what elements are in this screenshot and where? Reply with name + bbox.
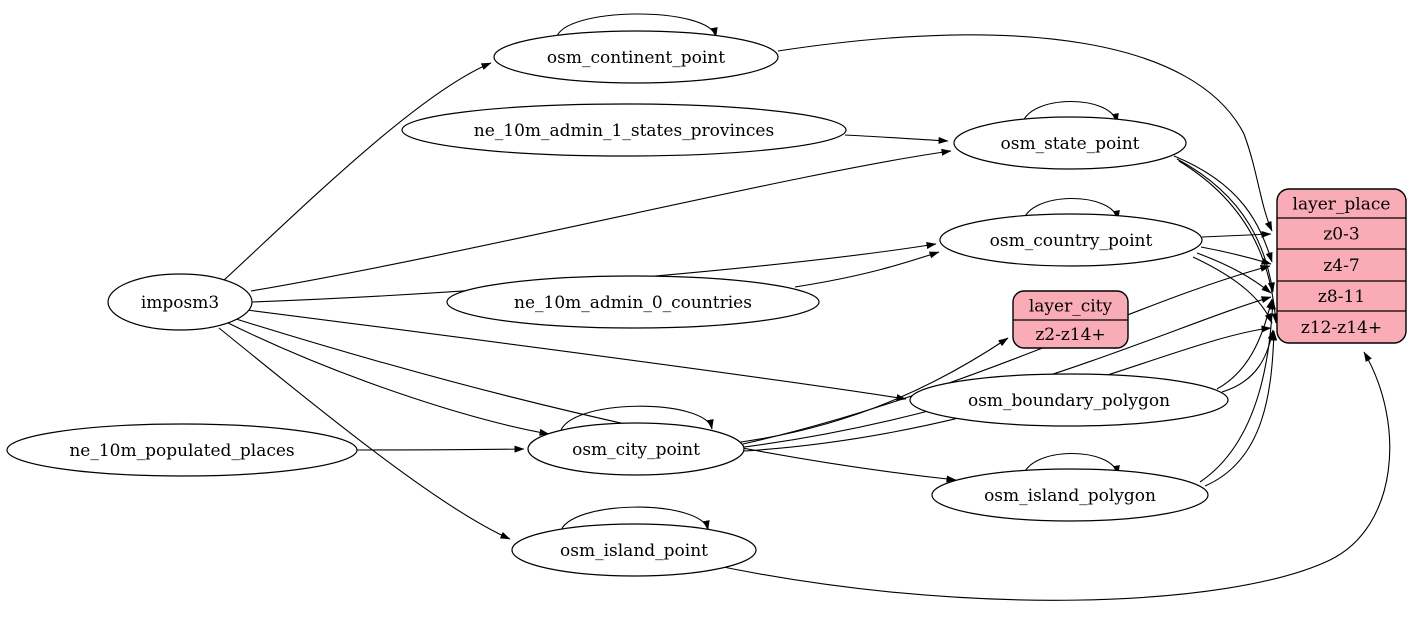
- edge-imposm3-to-osm_state_point: [250, 148, 952, 292]
- edge-osm_state_point-to-layer_place.z4-7: [1173, 155, 1273, 263]
- node-label-ne_10m_populated_places: ne_10m_populated_places: [69, 441, 294, 461]
- edge-osm_city_point-to-layer_place.z8-11: [743, 296, 1272, 448]
- node-label-osm_state_point: osm_state_point: [1001, 134, 1140, 154]
- record-row-label-layer_place-z4-7: z4-7: [1323, 256, 1359, 276]
- node-label-osm_island_point: osm_island_point: [560, 541, 708, 561]
- node-shape-osm_boundary_polygon: [909, 373, 1229, 427]
- edge-osm_city_point-to-layer_place.z4-7: [742, 265, 1271, 445]
- node-shape-ne_10m_admin_0_countries: [446, 275, 820, 329]
- nodes-layer: imposm3 osm_continent_point ne_10m_admin_1…: [6, 30, 1229, 577]
- edge-osm_country_point-to-layer_place.z4-7: [1200, 246, 1272, 265]
- edge-imposm3-to-osm_boundary_polygon: [246, 309, 907, 402]
- record-row-label-layer_place-header: layer_place: [1293, 195, 1391, 215]
- edge-imposm3-to-osm_island_point: [218, 327, 511, 540]
- node-label-osm_continent_point: osm_continent_point: [547, 48, 725, 68]
- node-shape-osm_state_point: [953, 116, 1187, 170]
- edge-osm_island_polygon-self-loop: [1022, 453, 1120, 478]
- edge-osm_state_point-self-loop: [1021, 101, 1119, 126]
- node-ne_10m_populated_places: ne_10m_populated_places: [6, 423, 358, 477]
- edge-ne_10m_populated_places-to-osm_city_point: [356, 445, 525, 453]
- node-osm_boundary_polygon: osm_boundary_polygon: [909, 373, 1229, 427]
- node-imposm3: imposm3: [107, 273, 253, 331]
- edge-osm_continent_point-self-loop: [555, 13, 718, 40]
- node-label-imposm3: imposm3: [141, 293, 219, 313]
- edge-osm_country_point-to-layer_place.z12-z14+: [1192, 256, 1273, 324]
- edge-osm_country_point-to-layer_place.z8-11: [1196, 252, 1272, 294]
- node-label-ne_10m_admin_0_countries: ne_10m_admin_0_countries: [514, 293, 752, 313]
- edge-osm_country_point-to-layer_place.z0-3: [1201, 230, 1272, 238]
- record-row-label-layer_place-z8-11: z8-11: [1318, 287, 1365, 307]
- record-row-label-layer_city-header: layer_city: [1029, 297, 1113, 317]
- node-shape-osm_city_point: [527, 422, 745, 476]
- edge-ne_10m_admin_0_countries-to-osm_country_point: [794, 251, 940, 288]
- record-row-label-layer_city-z2-z14+: z2-z14+: [1035, 325, 1105, 345]
- node-shape-ne_10m_populated_places: [6, 423, 358, 477]
- edge-osm_island_polygon-to-layer_place.z8-11: [1199, 299, 1276, 483]
- node-shape-osm_continent_point: [493, 30, 779, 84]
- node-osm_island_polygon: osm_island_polygon: [931, 468, 1209, 522]
- node-osm_country_point: osm_country_point: [939, 213, 1203, 267]
- node-ne_10m_admin_0_countries: ne_10m_admin_0_countries: [446, 275, 820, 329]
- edge-ne_10m_admin_1_states_provinces-to-osm_state_point: [844, 134, 949, 144]
- node-shape-osm_island_point: [511, 523, 757, 577]
- node-label-osm_country_point: osm_country_point: [990, 231, 1153, 251]
- node-shape-imposm3: [107, 273, 253, 331]
- edge-osm_state_point-to-layer_place.z8-11: [1176, 158, 1275, 293]
- records-layer: layer_city z2-z14+ layer_place z0-3 z4-7 z8-1…: [1012, 188, 1407, 349]
- node-label-osm_city_point: osm_city_point: [572, 440, 700, 460]
- edge-osm_island_point-to-layer_place.z12-z14+: [703, 351, 1391, 601]
- node-shape-osm_country_point: [939, 213, 1203, 267]
- node-label-ne_10m_admin_1_states_provinces: ne_10m_admin_1_states_provinces: [474, 121, 774, 141]
- node-shape-osm_island_polygon: [931, 468, 1209, 522]
- edge-osm_continent_point-to-layer_place.z0-3: [777, 34, 1273, 232]
- record-row-label-layer_place-z0-3: z0-3: [1323, 225, 1359, 245]
- node-ne_10m_admin_1_states_provinces: ne_10m_admin_1_states_provinces: [401, 103, 847, 157]
- node-osm_state_point: osm_state_point: [953, 116, 1187, 170]
- node-osm_island_point: osm_island_point: [511, 523, 757, 577]
- record-layer_city: layer_city z2-z14+: [1012, 290, 1129, 349]
- node-label-osm_boundary_polygon: osm_boundary_polygon: [968, 391, 1170, 411]
- edge-imposm3-to-osm_continent_point: [222, 62, 492, 282]
- edge-osm_island_point-self-loop: [559, 506, 710, 534]
- node-label-osm_island_polygon: osm_island_polygon: [984, 486, 1156, 506]
- record-shape-layer_place: [1276, 188, 1407, 344]
- node-shape-ne_10m_admin_1_states_provinces: [401, 103, 847, 157]
- node-osm_continent_point: osm_continent_point: [493, 30, 779, 84]
- edge-osm_country_point-self-loop: [1022, 198, 1120, 223]
- record-layer_place: layer_place z0-3 z4-7 z8-11 z12-z14+: [1276, 188, 1407, 344]
- edge-osm_island_polygon-to-layer_place.z12-z14+: [1204, 330, 1278, 487]
- edge-imposm3-to-osm_city_point: [225, 321, 550, 436]
- node-osm_city_point: osm_city_point: [527, 422, 745, 476]
- record-row-label-layer_place-z12-z14+: z12-z14+: [1301, 318, 1382, 338]
- edge-osm_city_point-self-loop: [559, 405, 714, 434]
